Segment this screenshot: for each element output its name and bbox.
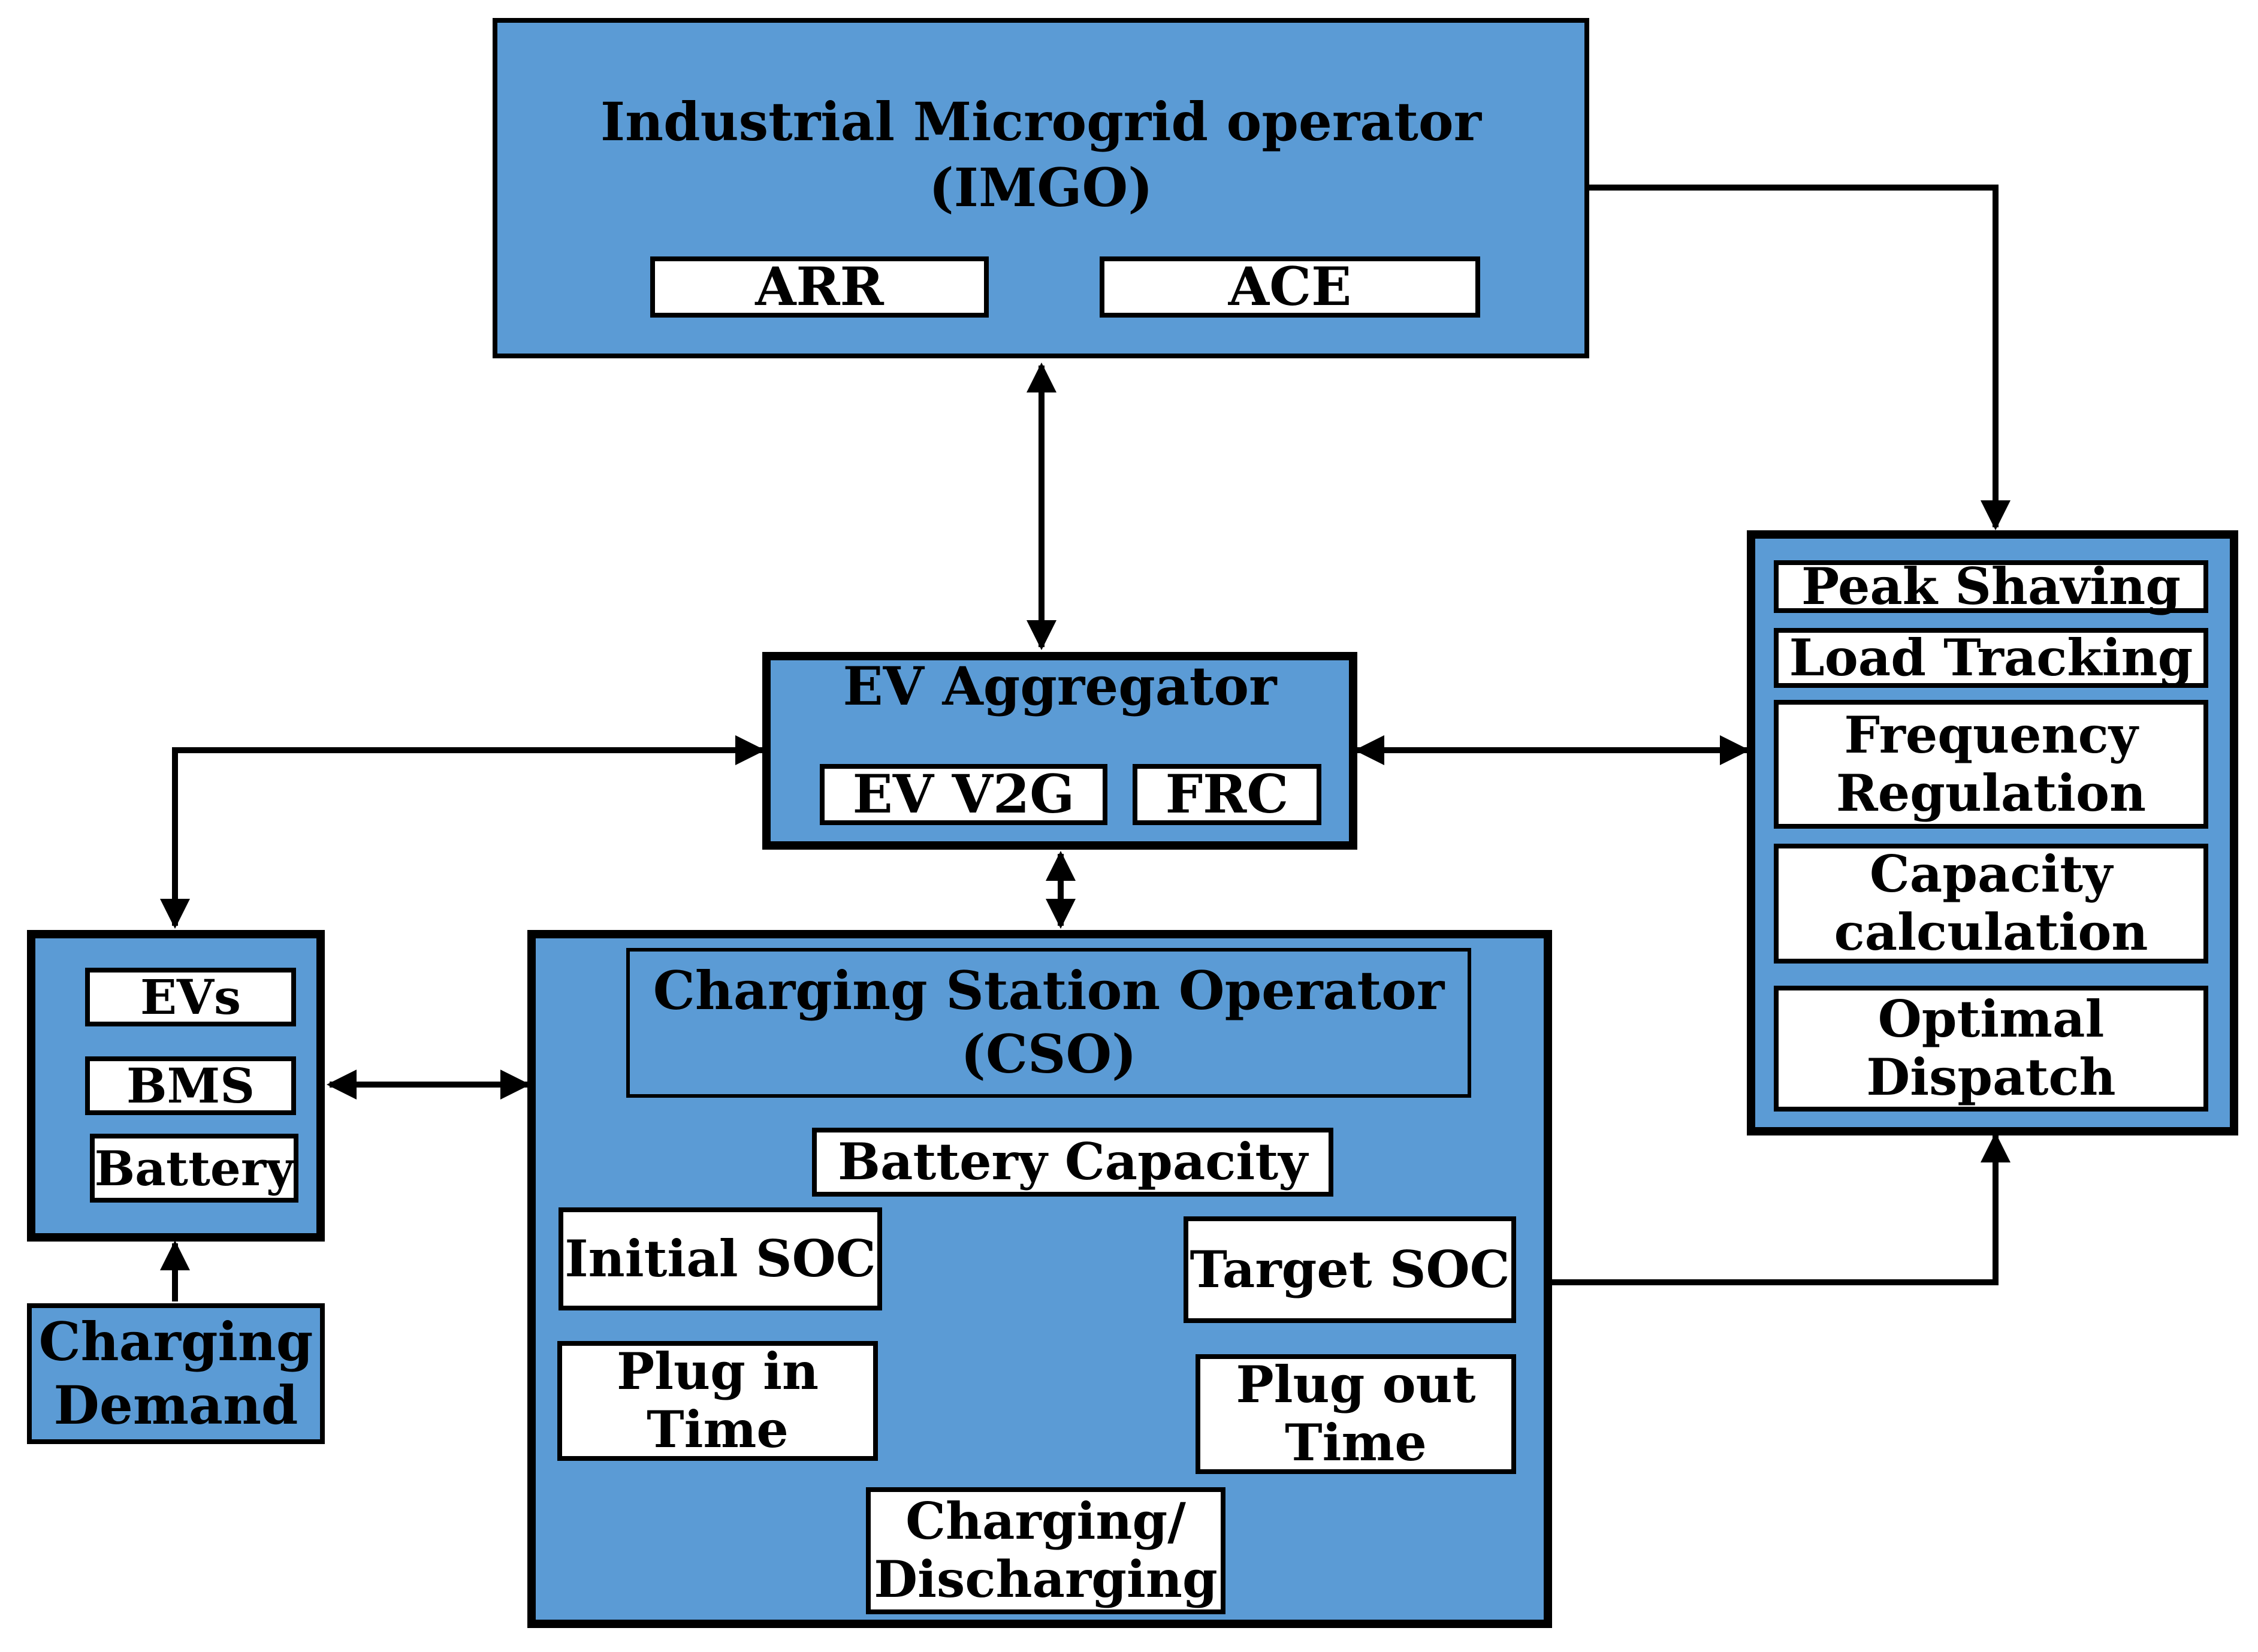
cso-charging-discharging: Charging/ Discharging bbox=[866, 1487, 1225, 1614]
ev-item-bms: BMS bbox=[85, 1056, 296, 1115]
imgo-item-arr: ARR bbox=[650, 256, 989, 318]
imgo-services-arrow bbox=[1588, 185, 2011, 530]
ev-item-evs: EVs bbox=[85, 968, 296, 1026]
charging-demand-block: Charging Demand bbox=[27, 1303, 325, 1444]
cso-battery-capacity: Battery Capacity bbox=[812, 1128, 1333, 1197]
cso-services-arrow bbox=[1552, 1132, 2011, 1285]
ev-item-battery: Battery bbox=[90, 1134, 298, 1203]
aggregator-item-frc: FRC bbox=[1133, 764, 1321, 825]
service-peak-shaving: Peak Shaving bbox=[1774, 557, 2208, 615]
cso-initial-soc: Initial SOC bbox=[559, 1207, 882, 1310]
aggregator-ev-arrow bbox=[160, 735, 765, 929]
service-frequency-regulation: Frequency Regulation bbox=[1774, 700, 2208, 829]
cso-plug-in-time: Plug in Time bbox=[557, 1341, 878, 1461]
imgo-item-ace: ACE bbox=[1100, 256, 1480, 318]
cso-plug-out-time: Plug out Time bbox=[1196, 1354, 1516, 1474]
service-capacity-calculation: Capacity calculation bbox=[1774, 844, 2208, 964]
service-optimal-dispatch: Optimal Dispatch bbox=[1774, 986, 2208, 1112]
imgo-title: Industrial Microgrid operator (IMGO) bbox=[600, 90, 1481, 219]
cso-title: Charging Station Operator (CSO) bbox=[626, 948, 1471, 1098]
aggregator-title: EV Aggregator bbox=[843, 655, 1277, 717]
aggregator-item-ev-v2g: EV V2G bbox=[820, 764, 1107, 825]
service-load-tracking: Load Tracking bbox=[1774, 628, 2208, 688]
cso-target-soc: Target SOC bbox=[1184, 1216, 1516, 1323]
